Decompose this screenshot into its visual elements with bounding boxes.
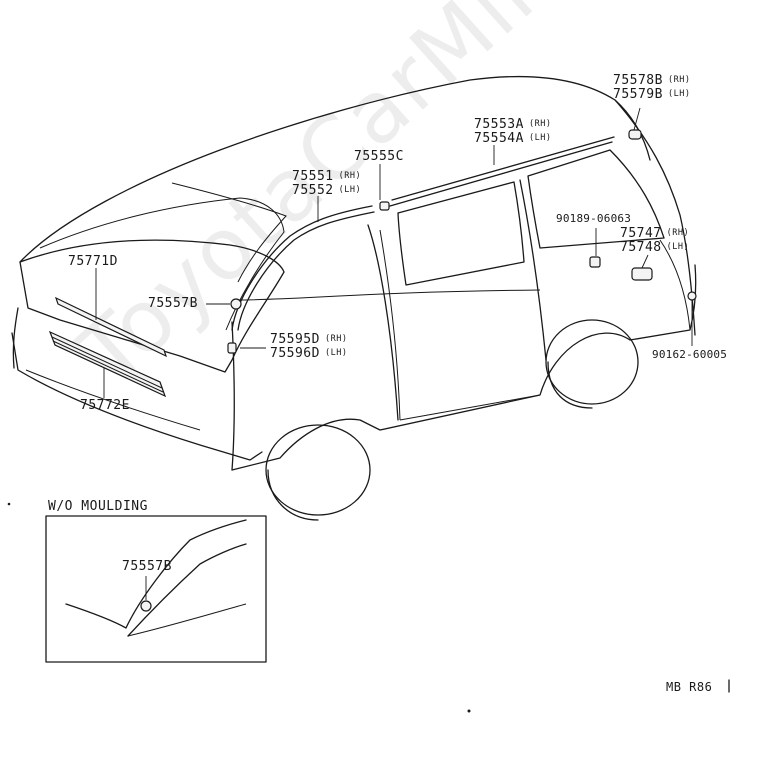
front-side-window [527, 149, 665, 249]
moulding-75772E-stripe-2 [52, 340, 164, 393]
label-75596D: 75596D(LH) [270, 346, 348, 361]
screw-90162-part [687, 291, 697, 301]
inset-pillar-inner [127, 543, 247, 637]
belt-line [235, 289, 541, 301]
rear-bumper [11, 332, 263, 461]
end-cap-75578B-part [628, 129, 642, 140]
inset-label-75557B: 75557B [122, 559, 172, 574]
label-75772E: 75772E [80, 398, 130, 413]
roof-moulding-2 [391, 136, 615, 201]
label-90162-60005: 90162-60005 [652, 348, 728, 361]
door-line [379, 229, 401, 421]
side-rear-pillar [231, 321, 235, 471]
front-wheel [545, 319, 639, 405]
label-75555C: 75555C [354, 149, 404, 164]
scan-dot-2 [467, 709, 471, 713]
bolt-90189-part [589, 256, 601, 268]
rear-pillar-moulding [231, 205, 373, 331]
rear-window [39, 197, 285, 331]
middle-window [397, 181, 525, 286]
label-90189-06063: 90189-06063 [556, 212, 632, 225]
rear-bumper-line [25, 369, 201, 431]
inset-pillar-outer [65, 519, 247, 629]
clip-75557B-part [230, 298, 242, 310]
inset-sill [127, 603, 247, 637]
label-75552: 75552(LH) [292, 183, 362, 198]
rear-window-inner [171, 182, 287, 283]
garnish-75747-part [631, 267, 653, 281]
moulding-75772E-stripe [51, 336, 163, 389]
roof-moulding [389, 141, 613, 207]
label-75771D: 75771D [68, 254, 118, 269]
lower-sill [399, 394, 541, 421]
inset-clip-part [140, 600, 152, 612]
side-lower-edge [231, 332, 631, 471]
inset-frame [45, 515, 267, 663]
moulding-75771D-part [54, 296, 168, 358]
inset-title: W/O MOULDING [48, 499, 148, 514]
rear-wheel-tire [267, 469, 319, 521]
label-75578B: 75578B(RH) [613, 73, 691, 88]
label-75579B: 75579B(LH) [613, 87, 691, 102]
front-corner [659, 239, 691, 331]
label-75748: 75748(LH) [620, 240, 690, 255]
label-75595D: 75595D(RH) [270, 332, 348, 347]
front-wheel-tire [547, 361, 593, 409]
label-75747: 75747(RH) [620, 226, 690, 241]
leader-75747 [641, 254, 649, 269]
clip-75595D-part [227, 342, 237, 354]
rear-wheel [265, 424, 371, 516]
scan-dot [7, 502, 11, 506]
center-pillar [367, 224, 399, 421]
rear-pillar-moulding-2 [237, 211, 375, 331]
label-75553A: 75553A(RH) [474, 117, 552, 132]
label-75554A: 75554A(LH) [474, 131, 552, 146]
label-75557B: 75557B [148, 296, 198, 311]
clip-75555C-part [379, 201, 390, 211]
leader-75578B [633, 107, 641, 131]
label-75551: 75551(RH) [292, 169, 362, 184]
sliding-door-front [519, 179, 547, 361]
diagram-code: MB R86 [666, 680, 713, 694]
rear-lower [12, 307, 19, 369]
